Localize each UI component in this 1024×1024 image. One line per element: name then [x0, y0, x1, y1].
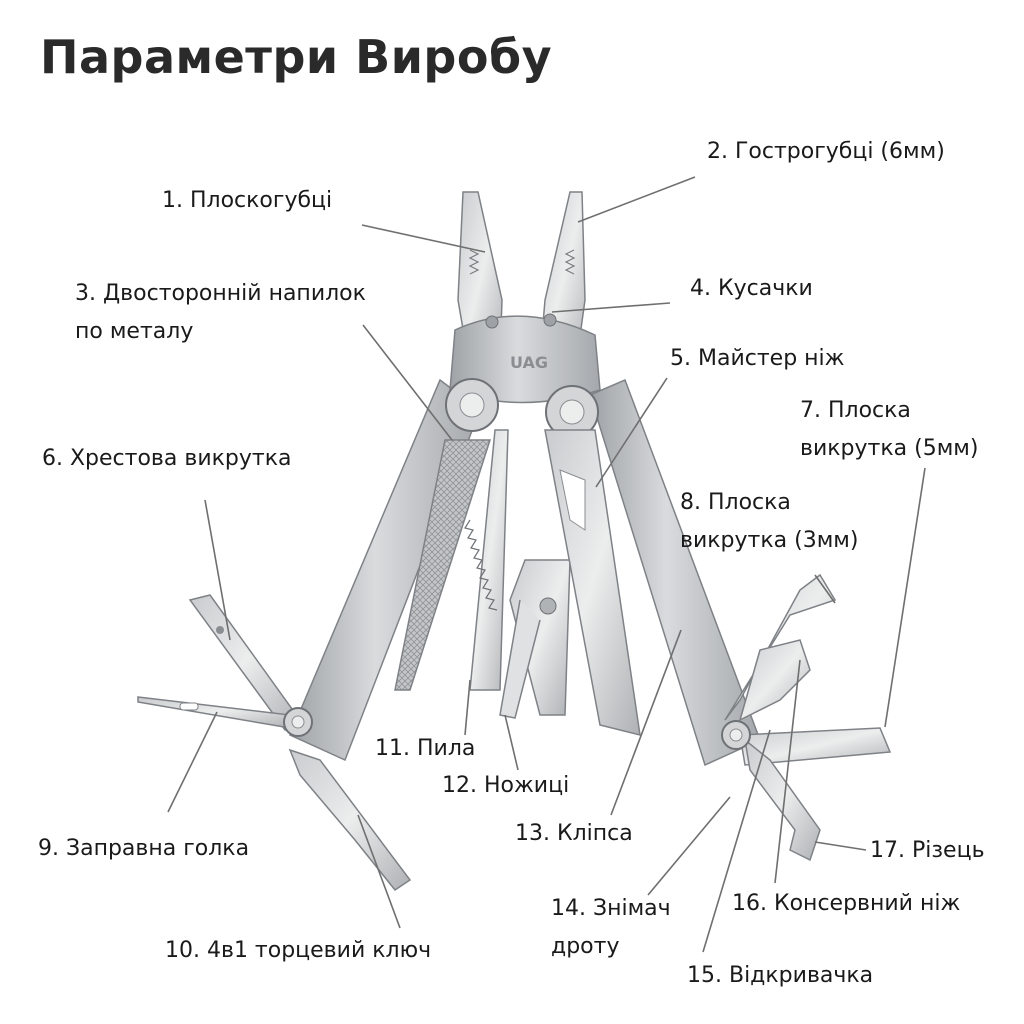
label-awl: 9. Заправна голка: [38, 836, 250, 861]
label-saw: 11. Пила: [375, 736, 476, 761]
scissors-tool: [509, 559, 571, 716]
leader-15: [702, 729, 771, 953]
left-handle: [289, 378, 481, 762]
leader-12: [504, 714, 519, 771]
label-wire-cutters: 4. Кусачки: [690, 276, 813, 301]
pivot-screw-small: [485, 315, 499, 329]
leader-3: [362, 324, 453, 441]
label-clip: 13. Кліпса: [515, 821, 633, 846]
label-pliers: 1. Плоскогубці: [162, 188, 333, 213]
label-bottle-opener: 15. Відкривачка: [687, 963, 874, 988]
flat-screwdriver-3mm: [724, 573, 837, 721]
plier-jaw-teeth: [468, 249, 576, 275]
can-opener: [738, 639, 811, 722]
leader-9: [167, 711, 218, 813]
socket-wrench: [288, 748, 412, 892]
leader-7: [884, 467, 926, 728]
leader-8: [814, 574, 836, 604]
leader-6: [204, 499, 231, 641]
uag-logo: UAG: [510, 353, 548, 372]
leader-4: [551, 302, 671, 313]
label-phillips-screwdriver: 6. Хрестова викрутка: [42, 446, 292, 471]
leader-5: [595, 377, 668, 488]
pivot-screw-small: [543, 313, 557, 327]
leader-14: [647, 796, 731, 896]
label-cutter: 17. Різець: [870, 838, 985, 863]
leader-17: [814, 841, 867, 851]
page-title: Параметри Виробу: [40, 30, 553, 84]
label-socket-wrench: 10. 4в1 торцевий ключ: [165, 938, 432, 963]
saw-tool: [469, 429, 509, 691]
bottle-opener: [743, 738, 821, 862]
label-master-knife: 5. Майстер ніж: [670, 346, 845, 371]
flat-screwdriver-5mm: [739, 727, 892, 766]
label-scissors: 12. Ножиці: [442, 773, 570, 798]
leader-1: [361, 224, 486, 253]
label-needle-nose-pliers: 2. Гострогубці (6мм): [707, 139, 945, 164]
leader-11: [464, 679, 471, 736]
file-tool: [394, 439, 492, 691]
leader-16: [774, 659, 801, 884]
leader-10: [357, 814, 401, 929]
leader-2: [577, 176, 696, 223]
label-can-opener: 16. Консервний ніж: [732, 891, 961, 916]
leader-13: [610, 629, 682, 816]
